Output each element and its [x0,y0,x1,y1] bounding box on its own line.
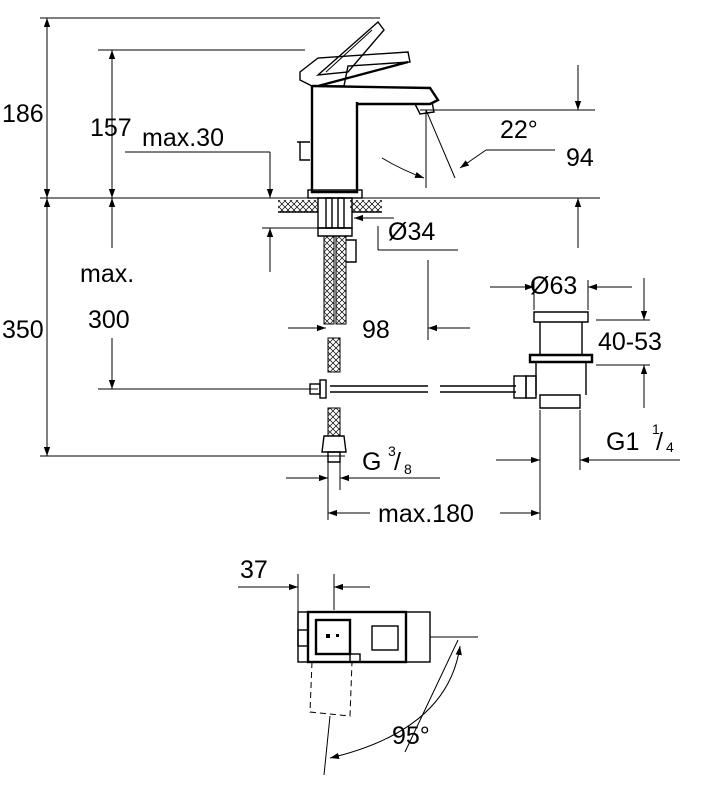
deck-section [278,197,382,237]
dim-spout-height: 157 [90,50,132,198]
dim-label-350: 350 [2,316,44,344]
dim-label-37: 37 [240,556,268,584]
dim-label-g: G [362,448,381,476]
supply-thread-slash: / [394,448,401,476]
dim-label-98: 98 [362,316,390,344]
dim-hole-diameter: Ø34 [354,214,458,251]
waste-drain [513,311,594,409]
dim-label-g38-num: 3 [388,443,396,459]
dim-label-max30: max.30 [142,124,224,152]
dim-label-g1-num: 1 [652,421,660,437]
dim-label-22deg: 22° [500,116,538,144]
popup-rod [309,379,516,399]
dim-label-g1: G1 [606,428,639,456]
dim-label-157: 157 [90,114,132,142]
dim-label-300: 300 [88,306,130,334]
dim-drain-offset: 98 [288,260,470,344]
dim-label-94: 94 [566,144,594,172]
faucet-side-view [297,20,440,199]
waste-thread-slash: / [656,428,663,456]
dim-label-g38-den: 8 [404,461,412,477]
faucet-top-view: 37 95° [238,556,478,776]
dim-supply-thread: G 3 / 8 [286,443,440,520]
dim-label-max: max. [80,260,134,288]
dim-total-height: 186 [2,18,51,198]
dim-label-max180: max.180 [378,500,474,528]
dim-rod-length: max.180 [328,500,540,528]
dim-below-total: 350 [2,198,51,456]
dim-waste-thread: G1 1 / 4 [496,410,680,520]
dim-label-g1-den: 4 [666,439,674,455]
dim-label-186: 186 [2,100,44,128]
supply-hoses [321,235,357,463]
dim-waste-range: 40-53 [596,278,662,408]
dim-label-34: Ø34 [388,218,435,246]
dim-label-95deg: 95° [392,722,430,750]
dim-below-max: max. 300 [80,198,134,389]
dim-label-40-53: 40-53 [598,328,662,356]
dim-label-63: Ø63 [530,272,577,300]
dim-deck-thickness: max.30 [125,124,274,272]
dim-waste-diameter: Ø63 [490,272,632,310]
dim-spout-reach: 22° 94 [381,65,594,248]
